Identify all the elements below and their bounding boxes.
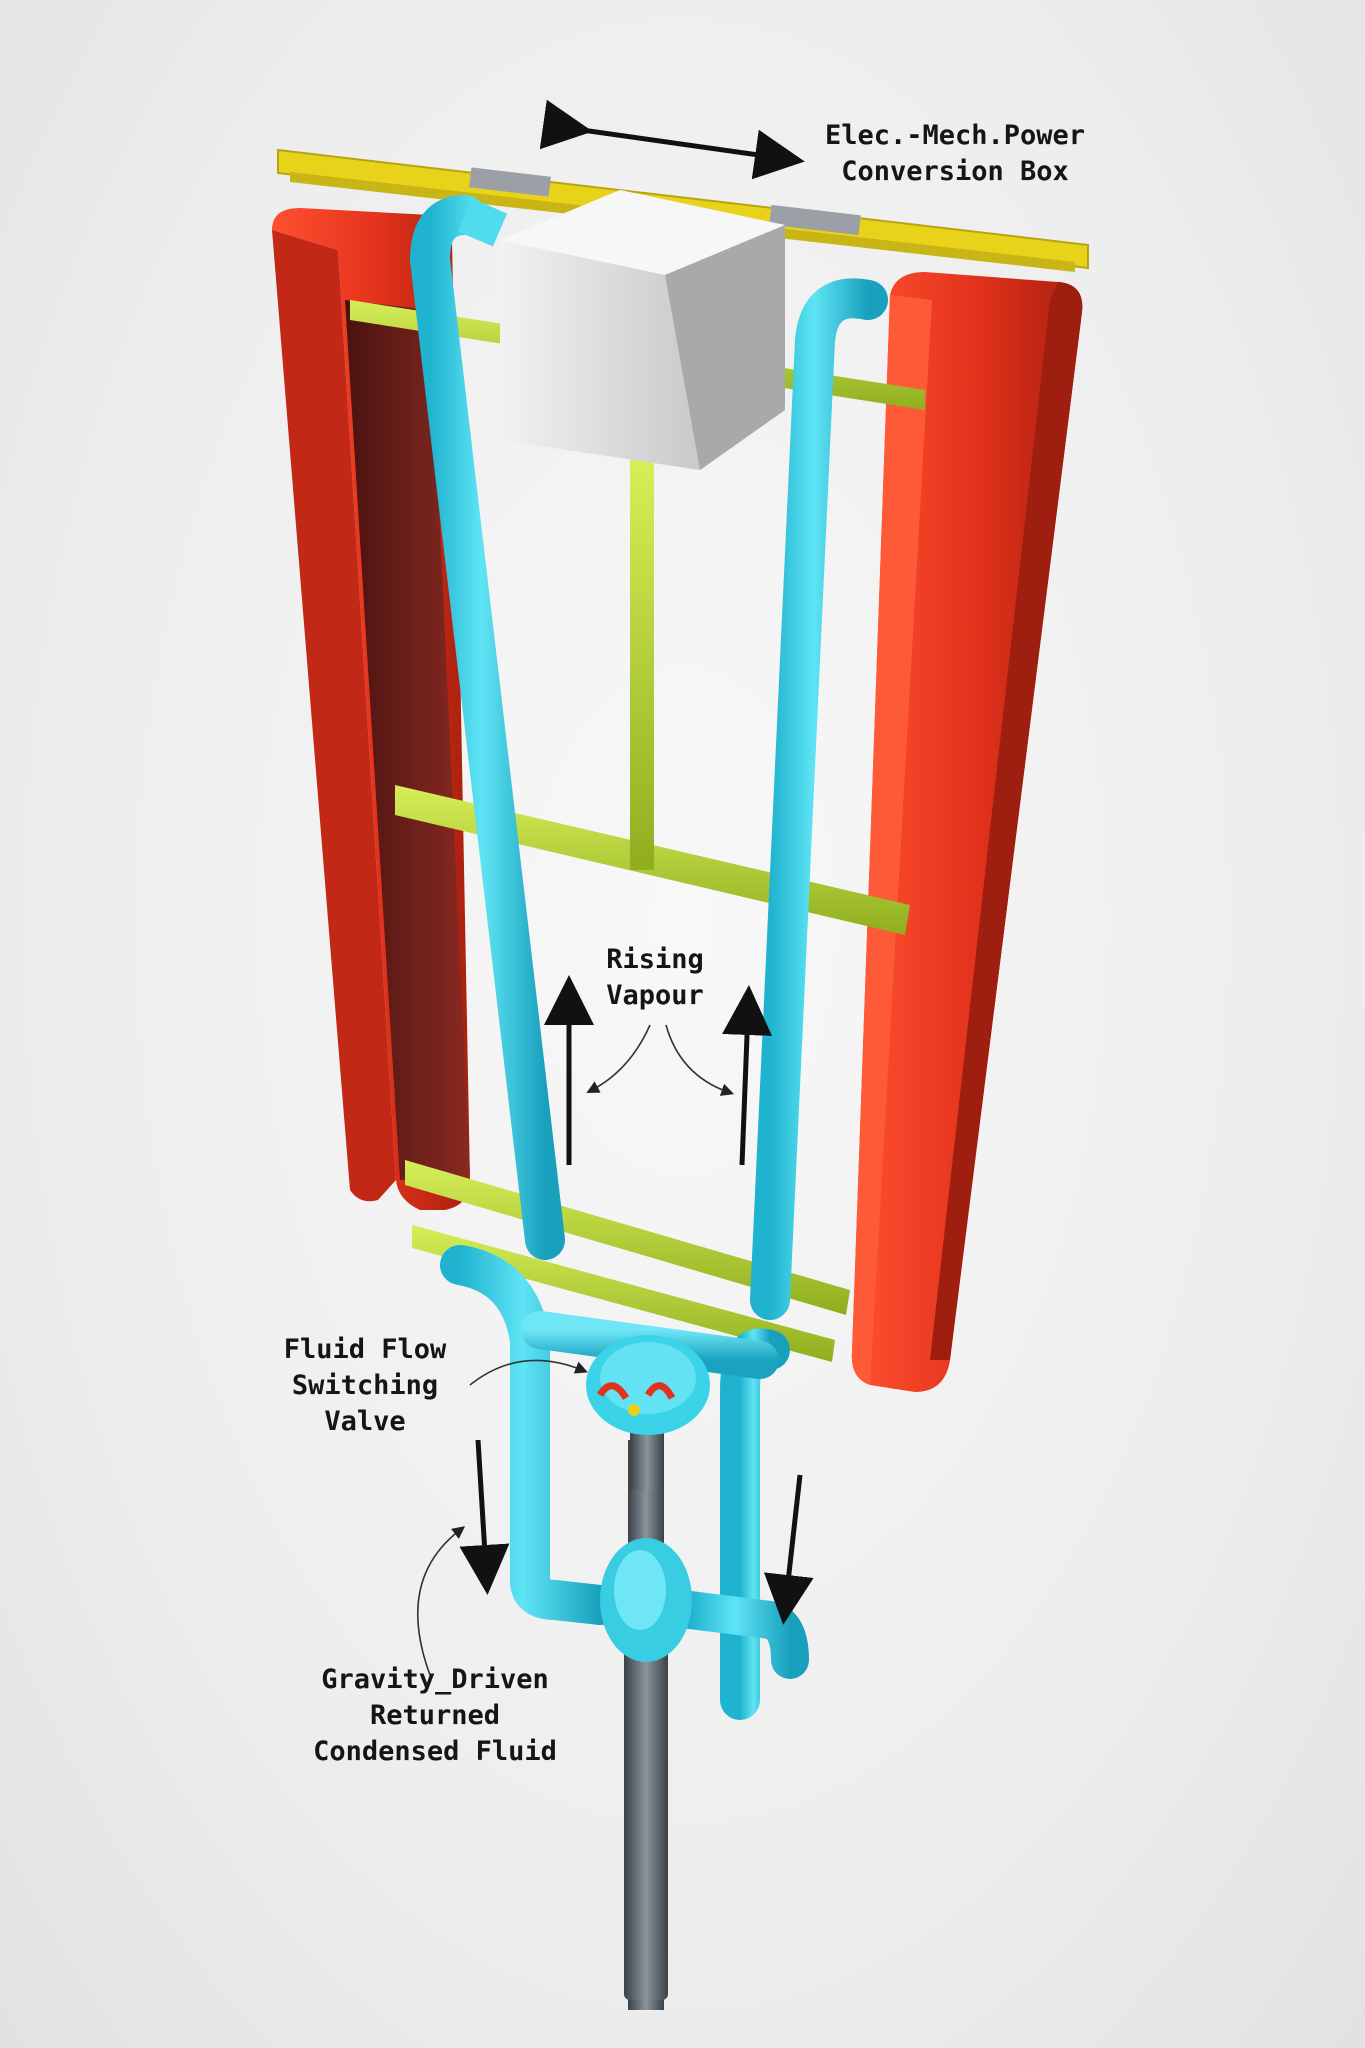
valve-label-line1: Fluid Flow [283, 1334, 447, 1365]
rising-vapour-label-line1: Rising [606, 944, 704, 975]
rising-vapour-label: Rising Vapour [565, 942, 745, 1014]
valve-label: Fluid Flow Switching Valve [255, 1332, 475, 1440]
drive-shaft [624, 1400, 668, 2010]
rising-vapour-label-line2: Vapour [606, 980, 704, 1011]
valve-handles [596, 1382, 676, 1416]
down-arrow-icon [763, 1474, 814, 1625]
gravity-return-label-line3: Condensed Fluid [313, 1736, 557, 1767]
power-box-label: Elec.-Mech.Power Conversion Box [790, 118, 1120, 190]
double-arrow-icon [539, 99, 805, 180]
conversion-box [500, 190, 785, 470]
valve-label-line3: Valve [324, 1406, 406, 1437]
gravity-return-label-line1: Gravity_Driven [321, 1664, 549, 1695]
down-arrow-icon [459, 1439, 510, 1595]
gravity-return-label-line2: Returned [369, 1700, 501, 1731]
vapour-pipes [409, 195, 888, 1320]
return-manifold [440, 1245, 809, 1720]
power-box-label-line2: Conversion Box [841, 156, 1069, 187]
flow-arrows [459, 99, 814, 1625]
valve-label-line2: Switching [291, 1370, 439, 1401]
gravity-return-label: Gravity_Driven Returned Condensed Fluid [285, 1662, 585, 1770]
left-collector [272, 208, 470, 1210]
power-box-label-line1: Elec.-Mech.Power [824, 120, 1086, 151]
callout-leaders [416, 1024, 735, 1676]
up-arrow-icon [722, 985, 773, 1166]
right-collector [851, 272, 1083, 1392]
